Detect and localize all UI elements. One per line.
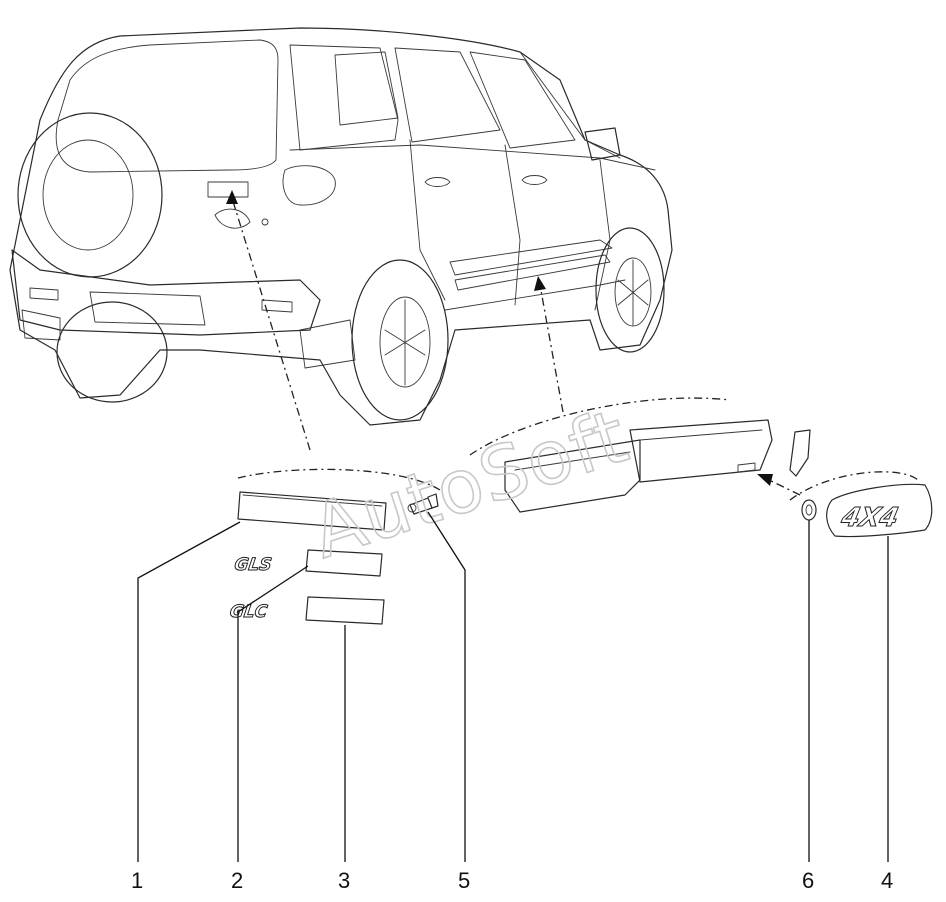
part-6-clip	[801, 499, 817, 521]
part-4-4x4-badge: 4X4	[826, 483, 933, 538]
callout-4: 4	[881, 868, 893, 893]
part-3-glc-badge: GLC	[228, 596, 385, 625]
part-5-clip	[407, 493, 439, 515]
vehicle-outline	[9, 27, 673, 426]
gls-badge-text: GLS	[233, 555, 273, 575]
part-2-gls-badge: GLS	[233, 549, 383, 577]
4x4-badge-text: 4X4	[838, 503, 902, 533]
callout-2: 2	[231, 868, 243, 893]
side-mouldings	[504, 419, 811, 513]
watermark-text: AutoSoft	[302, 393, 638, 575]
callout-5: 5	[458, 868, 470, 893]
callout-3: 3	[338, 868, 350, 893]
part-1-nameplate	[237, 491, 387, 531]
assembly-arrows	[226, 190, 919, 501]
callout-1: 1	[131, 868, 143, 893]
leader-lines	[137, 511, 889, 862]
callout-6: 6	[802, 868, 814, 893]
